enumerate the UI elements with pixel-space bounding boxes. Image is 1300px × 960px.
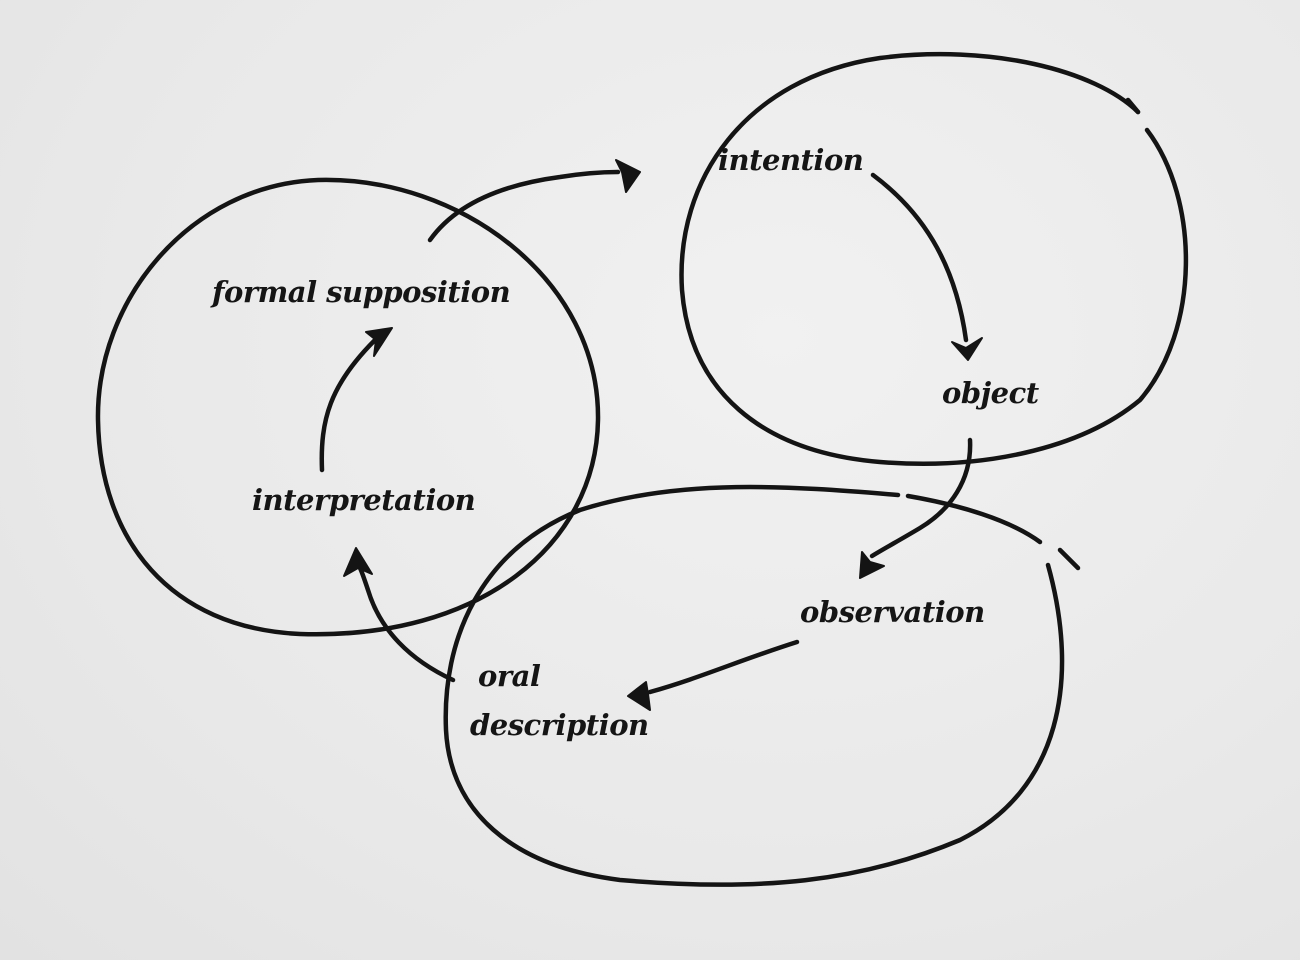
arrow-head-object [951,337,983,361]
bottom-ellipse-segment [905,493,1043,545]
arrow-interpretation-to-supposition [319,337,378,473]
arrow-head-observation [859,551,885,579]
arrow-head-intention [615,159,641,193]
bottom-ellipse-tick [1057,547,1081,571]
label-object: object [942,376,1040,410]
label-formal-supposition: formal supposition [210,275,510,309]
label-description: description [470,708,649,742]
arrow-head-description [627,681,651,711]
label-intention: intention [718,143,863,177]
bottom-ellipse [443,484,1065,887]
arrow-supposition-to-intention [427,169,621,243]
label-observation: observation [800,595,985,629]
arrow-head-supposition [365,327,393,357]
label-interpretation: interpretation [252,483,475,517]
right-ellipse-gap-stroke [1125,97,1141,115]
arrow-description-to-interpretation [357,565,456,683]
arrow-head-interpretation [343,547,373,577]
label-oral: oral [478,659,541,693]
right-ellipse [679,51,1189,466]
left-circle [95,177,601,637]
arrow-object-to-observation [869,437,973,559]
arrow-intention-to-object [870,172,969,343]
arrow-observation-to-description [647,639,800,695]
